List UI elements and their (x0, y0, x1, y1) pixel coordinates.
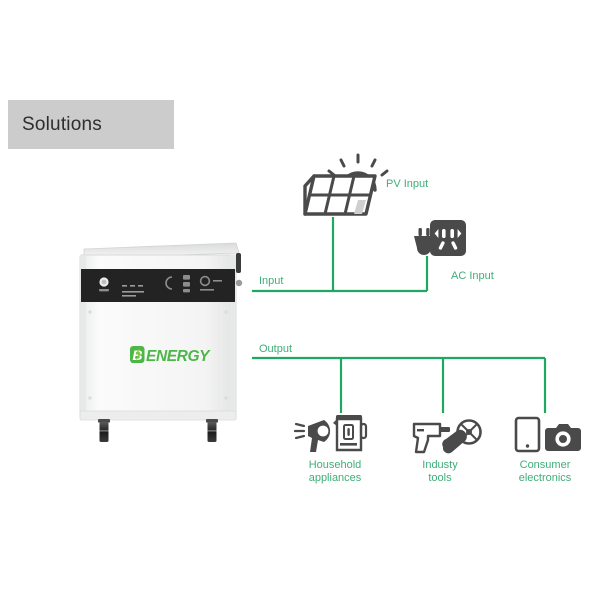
brand-badge-letter: B (132, 347, 142, 363)
power-socket-icon (430, 220, 466, 256)
consumer-electronics-label: Consumer electronics (518, 459, 572, 484)
plug-body (414, 236, 434, 255)
power-button-label (99, 289, 109, 292)
hair-dryer-icon (293, 420, 331, 452)
device-foot-left (98, 419, 110, 442)
device-indicator-lines (122, 285, 144, 297)
tablet-icon (514, 416, 541, 453)
device-input-connector (235, 279, 243, 287)
electric-kettle-icon (333, 415, 368, 452)
household-appliances-label: Household appliances (308, 459, 362, 484)
socket-slot-left (442, 229, 446, 238)
flow-wiring (252, 217, 547, 413)
solar-panel-icon (303, 153, 389, 216)
output-bus-label: Output (259, 343, 293, 355)
power-button-inner (101, 279, 107, 285)
plug-prong-right (426, 228, 430, 236)
panel-shaded-cell (354, 200, 366, 214)
section-banner: Solutions (8, 100, 174, 149)
brand-wordmark: ENERGY (146, 348, 211, 365)
sun-rays (327, 153, 389, 177)
panel-mounting-leg (303, 174, 316, 216)
device-side-handle (236, 253, 241, 273)
socket-slot-lower-right (451, 241, 458, 250)
brand-logo: B ENERGY (130, 346, 212, 365)
consumer-electronics-icons (514, 416, 581, 453)
ac-input-label: AC Input (451, 270, 494, 282)
socket-arrow-right (457, 229, 462, 238)
device-base-plinth (79, 410, 237, 421)
socket-body (430, 220, 466, 256)
brand-bolt-icon (135, 347, 142, 362)
camera-icon (545, 424, 581, 451)
input-bus-label: Input (259, 275, 284, 287)
socket-arrow-left (434, 229, 439, 238)
power-drill-icon (412, 422, 450, 454)
industry-tools-icons (412, 419, 482, 454)
brand-badge (130, 346, 145, 363)
ac-plug-icon (414, 228, 434, 255)
angle-grinder-icon (442, 419, 482, 454)
industry-tools-label: Industy tools (422, 459, 458, 484)
device-left-edge (80, 255, 86, 418)
page-title: Solutions (22, 113, 102, 135)
device-foot-right (206, 419, 218, 442)
household-appliances-icons (293, 415, 368, 452)
socket-slot-lower-left (438, 241, 445, 250)
power-station-unit: B ENERGY (79, 242, 243, 442)
panel-column-dividers (323, 175, 356, 215)
device-right-edge (230, 255, 236, 418)
plug-prong-left (418, 228, 422, 236)
socket-slot-right (450, 229, 454, 238)
device-corner-screws (88, 310, 228, 400)
pv-input-label: PV Input (386, 178, 429, 190)
device-output-ports[interactable] (165, 275, 222, 293)
